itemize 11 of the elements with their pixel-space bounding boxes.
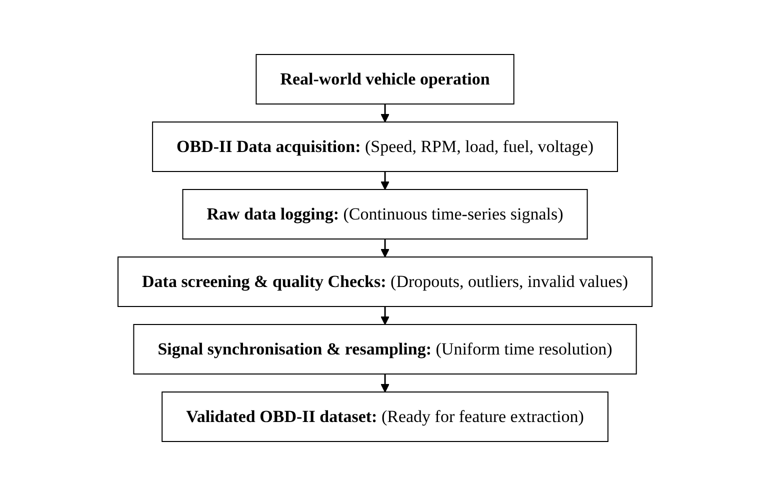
node-box: Validated OBD-II dataset: (Ready for feature extraction): [162, 392, 609, 442]
arrow: [381, 306, 390, 325]
node-box: OBD-II Data acquisition: (Speed, RPM, load, fuel, voltage): [152, 122, 618, 172]
node-box: Real-world vehicle operation: [256, 54, 515, 104]
arrow: [381, 374, 390, 392]
arrow: [381, 104, 390, 122]
arrow: [381, 172, 390, 190]
node-box: Signal synchronisation & resampling: (Uniform time resolution): [134, 324, 638, 374]
node-box: Data screening & quality Checks: (Dropouts, outliers, invalid values): [118, 256, 654, 307]
arrow: [381, 239, 390, 258]
node-box: Raw data logging: (Continuous time-series signals): [182, 189, 588, 240]
